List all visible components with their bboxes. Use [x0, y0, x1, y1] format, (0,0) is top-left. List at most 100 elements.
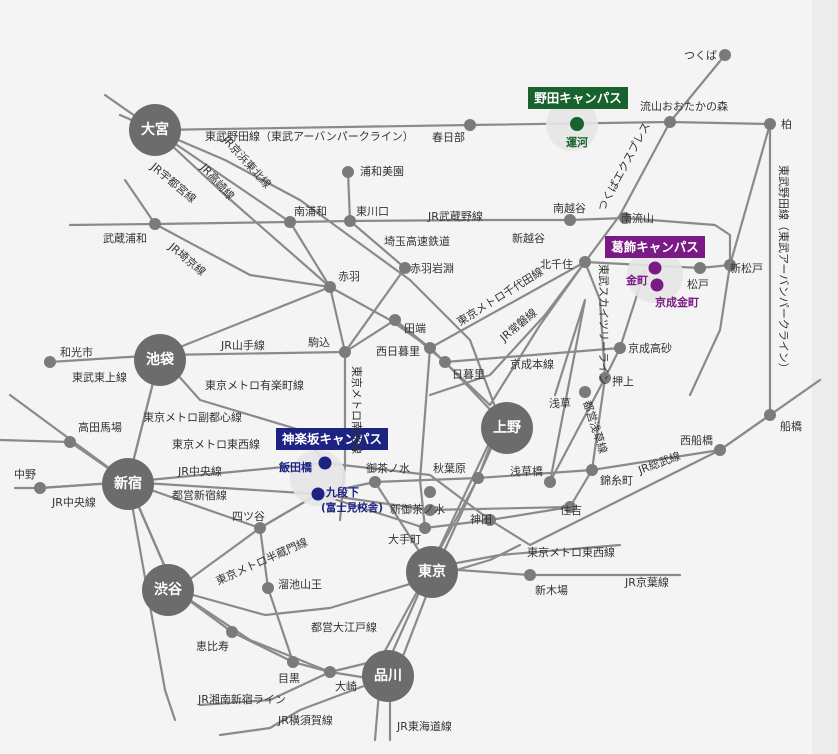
station-dot-kanamachi [648, 261, 662, 275]
label-musashiurawa: 武蔵浦和 [103, 232, 147, 245]
station-dot-ebisu [226, 626, 238, 638]
label-asakusabashi: 浅草橋 [510, 464, 543, 478]
label-asakusa: 浅草 [549, 397, 571, 410]
label-minamikoshigaya: 南越谷 [553, 201, 586, 215]
station-dot-nagareyama [664, 116, 676, 128]
label-funabashi: 船橋 [780, 419, 802, 433]
station-dot-higashikawaguchi [344, 215, 356, 227]
label-nishinippori: 西日暮里 [376, 344, 420, 358]
label-line-skytree: 東武スカイツリーライン [597, 264, 610, 385]
label-otemachi: 大手町 [388, 532, 421, 546]
line-jr-musashino [68, 216, 732, 397]
hub-tokyo-label: 東京 [418, 563, 446, 580]
label-akabaneiwabuchi: 赤羽岩淵 [410, 261, 454, 275]
noda-station-label: 運河 [566, 135, 588, 149]
line-jr-saikyo [123, 178, 332, 357]
line-saitama-kosoku [343, 170, 407, 354]
station-dot-yotsuya [254, 522, 266, 534]
station-dot-akabaneiwabuchi [399, 262, 411, 274]
station-dot-shinkiba [524, 569, 536, 581]
station-dot-kanda [484, 514, 496, 526]
label-line-shonanshinjuku: JR湘南新宿ライン [197, 692, 286, 706]
label-kinshicho: 錦糸町 [600, 473, 633, 487]
line-jr-tokaido-2 [388, 438, 497, 742]
label-line-yamanote: JR山手線 [220, 338, 265, 352]
station-dot-asakusabashi [544, 476, 556, 488]
label-line-tokaido: JR東海道線 [396, 719, 452, 733]
label-kitasenju: 北千住 [540, 257, 573, 271]
label-line-toeishinjuku: 都営新宿線 [172, 488, 227, 502]
station-dot-minamikoshigaya [564, 214, 576, 226]
label-kanda: 神田 [470, 512, 492, 526]
label-matsudo: 松戸 [687, 277, 709, 291]
station-dot-otemachi [419, 522, 431, 534]
hub-stations: 大宮 池袋 新宿 渋谷 上野 東京 品川 [102, 104, 533, 702]
label-shinkoshigaya: 新越谷 [512, 231, 545, 245]
label-line-keiseihonsen: 京成本線 [510, 357, 554, 371]
label-akihabara: 秋葉原 [433, 461, 466, 475]
label-shinmatsudo: 新松戸 [730, 261, 763, 275]
line-metro-hanzomon [173, 492, 572, 592]
label-line-nanboku: 東京メトロ南北線 [350, 366, 364, 454]
kagurazaka-campus-name: 神楽坂キャンパス [282, 432, 382, 447]
label-line-oedo: 都営大江戸線 [311, 620, 377, 634]
station-dot-tsukuba [719, 49, 731, 61]
katsushika-halo [627, 247, 683, 303]
station-dot-sumiyoshi [564, 501, 576, 513]
station-dot-takadanobaba [64, 436, 76, 448]
label-oshiage: 押上 [612, 374, 634, 388]
label-komagome: 駒込 [308, 336, 330, 349]
hub-ikebukuro [134, 334, 186, 386]
label-yotsuya: 四ツ谷 [232, 510, 265, 523]
station-dot-asakusa [579, 386, 591, 398]
hub-ikebukuro-label: 池袋 [146, 351, 175, 368]
label-line-tozai-bottom: 東京メトロ東西線 [527, 545, 615, 559]
label-kasukabe: 春日部 [432, 130, 465, 144]
label-shinochanomizu: 新御茶ノ水 [390, 502, 445, 516]
station-dot-osaki [324, 666, 336, 678]
label-line-tobutojo: 東武東上線 [72, 370, 127, 384]
station-dot-akihabara [472, 472, 484, 484]
label-nishifunabashi: 西船橋 [680, 433, 713, 447]
kagurazaka-station1-label: 飯田橋 [278, 460, 313, 474]
station-dot-kinshicho [586, 464, 598, 476]
station-dot-keiseitakasago [614, 342, 626, 354]
hub-shinagawa [362, 650, 414, 702]
campus-labels: 野田キャンパス 運河 葛飾キャンパス 金町 京成金町 神楽坂キャンパス 飯田橋 … [276, 87, 705, 514]
hub-omiya-label: 大宮 [141, 121, 169, 138]
station-dot-oshiage [599, 372, 611, 384]
station-dot-ochanomizu [369, 476, 381, 488]
station-dot-nishinippori [424, 342, 436, 354]
label-minamiurawa: 南浦和 [294, 205, 327, 218]
station-dot-akihabara-left [424, 486, 436, 498]
station-dot-unga [570, 117, 584, 131]
line-jr-yokosuka [218, 678, 382, 737]
label-takadanobaba: 高田馬場 [78, 420, 122, 434]
station-dot-kasukabe [464, 119, 476, 131]
line-jr-tokaido [373, 418, 502, 742]
line-jr-utsunomiya [118, 113, 502, 422]
station-dot-meguro [287, 656, 299, 668]
hub-shinagawa-label: 品川 [374, 668, 402, 684]
campus-station-markers [311, 117, 664, 501]
hub-shinjuku [102, 458, 154, 510]
station-dot-kitasenju [579, 256, 591, 268]
label-line-tobunoda-vertical: 東武野田線（東武アーバンパークライン） [777, 165, 791, 374]
station-dot-nippori [439, 356, 451, 368]
label-urawamisono: 浦和美園 [360, 165, 404, 178]
label-akabane: 赤羽 [338, 270, 360, 283]
station-dot-tabata [389, 314, 401, 326]
hub-shinjuku-label: 新宿 [114, 475, 142, 492]
katsushika-campus-name: 葛飾キャンパス [610, 240, 699, 255]
label-kashiwa: 柏 [781, 117, 792, 131]
station-dot-shinochanomizu [424, 504, 436, 516]
station-dot-tameikesanno [262, 582, 274, 594]
station-dot-minamiurawa [284, 216, 296, 228]
label-line-musashino: JR武蔵野線 [427, 209, 483, 223]
hub-omiya [129, 104, 181, 156]
label-line-fukutoshin: 東京メトロ副都心線 [143, 410, 242, 424]
hub-tokyo [406, 546, 458, 598]
katsushika-campus-box [605, 236, 705, 258]
station-dot-shinmatsudo [724, 259, 736, 271]
kagurazaka-station3-label: (富士見校舎) [321, 501, 383, 514]
